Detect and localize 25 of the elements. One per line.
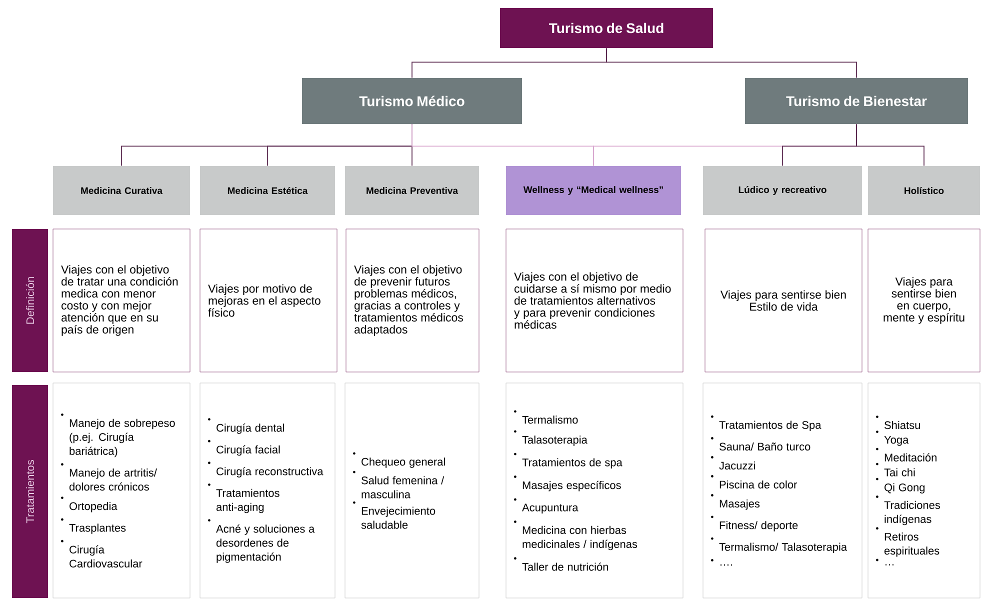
category-box: Turismo de Bienestar bbox=[745, 78, 968, 124]
definition-box: Viajes con el objetivo de tratar una condición medica con menor costo y con mejor atención que en su país de origen bbox=[52, 228, 190, 372]
connector-line bbox=[856, 124, 924, 166]
subcategory-box: Medicina Estética bbox=[200, 166, 335, 215]
row-label-band: Tratamientos bbox=[12, 385, 48, 598]
subcategory-box: Medicina Curativa bbox=[53, 166, 190, 215]
definition-box: Viajes con el objetivo de prevenir futuros problemas médicos, gracias a controles y tratamientos médicos adaptados bbox=[346, 228, 480, 372]
title-box: Turismo de Salud bbox=[500, 8, 713, 48]
subcategory-box: Holístico bbox=[868, 166, 980, 215]
treatment-list-box: Termalismo Talasoterapia Tratamientos de spa Masajes específicos Acupuntura Medicina con hierbas medicinales / indígenas Taller de nutrición bbox=[506, 382, 684, 598]
treatment-list-box: Chequeo general Salud femenina / masculina Envejecimiento saludable bbox=[344, 382, 480, 598]
definition-box: Viajes para sentirse bien Estilo de vida bbox=[704, 228, 862, 372]
definition-box: Viajes por motivo de mejoras en el aspecto físico bbox=[200, 228, 338, 372]
treatment-list-box: Cirugía dental Cirugía facial Cirugía reconstructiva Tratamientos anti-aging Acné y soluciones a desordenes de pigmentación bbox=[200, 382, 336, 598]
category-box: Turismo Médico bbox=[302, 78, 522, 124]
subcategory-box: Medicina Preventiva bbox=[345, 166, 479, 215]
subcategory-box: Wellness y “Medical wellness” bbox=[506, 166, 681, 215]
treatment-list-box: Shiatsu Yoga Meditación Tai chi Qi Gong Tradiciones indígenas Retiros espirituales … bbox=[868, 382, 980, 598]
treatment-list-box: Manejo de sobrepeso (p.ej. Cirugía bariátrica) Manejo de artritis/ dolores crónicos Ortopedia Trasplantes Cirugía Cardiovascular bbox=[52, 382, 190, 598]
treatment-list-box: Tratamientos de Spa Sauna/ Baño turco Jacuzzi Piscina de color Masajes Fitness/ deporte Termalismo/ Talasoterapia …. bbox=[702, 382, 862, 598]
definition-box: Viajes con el objetivo de cuidarse a sí mismo por medio de tratamientos alternativos y para prevenir condiciones médicas bbox=[506, 228, 684, 372]
connector-line bbox=[606, 48, 857, 78]
row-label-band: Definición bbox=[12, 229, 48, 372]
definition-box: Viajes para sentirse bien en cuerpo, mente y espíritu bbox=[868, 228, 980, 372]
subcategory-box: Lúdico y recreativo bbox=[703, 166, 862, 215]
